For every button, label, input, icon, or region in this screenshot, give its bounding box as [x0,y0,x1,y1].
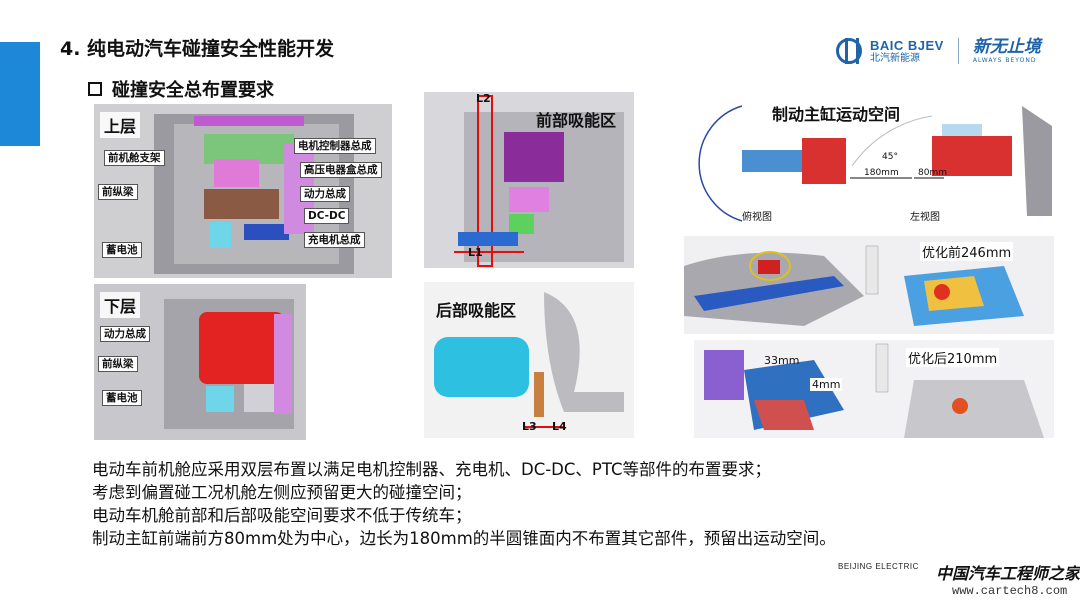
callout-motor-controller: 电机控制器总成 [294,138,376,154]
callout-battery: 蓄电池 [102,242,142,258]
logo-brand-cn: 北汽新能源 [870,52,920,64]
before-optimization-panel: 优化前246mm [684,236,1054,334]
callout-hv-box: 高压电器盒总成 [300,162,382,178]
bjev-logo-icon [836,38,862,64]
watermark-site-name: 中国汽车工程师之家 [936,564,1080,583]
bullet-item: 电动车前机舱应采用双层布置以满足电机控制器、充电机、DC-DC、PTC等部件的布… [92,460,771,479]
dim-33mm: 33mm [764,354,800,367]
before-optimization-label: 优化前246mm [920,242,1014,261]
bullet-item: 考虑到偏置碰工况机舱左侧应预留更大的碰撞空间； [92,483,472,502]
callout-charger: 充电机总成 [304,232,365,248]
brake-space-panel: 制动主缸运动空间 45° 180mm 80mm 俯视图 左视图 [682,96,1052,226]
checkbox-square-icon [88,82,102,96]
after-optimization-panel: 33mm 4mm 优化后210mm [694,340,1054,438]
callout-front-bracket: 前机舱支架 [104,150,165,166]
brake-left-view-label: 左视图 [910,212,940,223]
after-optimization-illustration [704,343,1044,438]
logo-slogan-cn: 新无止境 [972,36,1041,57]
bullet-item: 电动车机舱前部和后部吸能空间要求不低于传统车； [92,506,472,525]
after-optimization-label: 优化后210mm [906,348,1000,367]
front-zone-illustration [454,95,624,267]
brake-dim-180: 180mm [864,168,899,178]
dim-l2: L2 [476,92,491,105]
rear-zone-panel: 后部吸能区 L3 L4 [424,282,634,438]
rear-zone-illustration [434,292,624,428]
lower-layer-panel: 下层 动力总成 前纵梁 蓄电池 [94,284,306,440]
watermark-url: www.cartech8.com [952,584,1068,598]
front-zone-panel: 前部吸能区 L2 L1 [424,92,634,268]
footer-company: BEIJING ELECTRIC [838,562,919,571]
callout-lower-front-rail: 前纵梁 [98,356,138,372]
dim-l3: L3 [522,420,537,433]
brake-top-view-label: 俯视图 [742,212,772,223]
logo-divider [957,38,959,64]
dim-l4: L4 [552,420,567,433]
brake-dim-80: 80mm [918,168,947,178]
company-logo: BAIC BJEV 北汽新能源 新无止境 ALWAYS BEYOND [836,38,1041,64]
dim-4mm: 4mm [810,378,843,391]
bullet-list: 电动车前机舱应采用双层布置以满足电机控制器、充电机、DC-DC、PTC等部件的布… [92,458,1052,550]
accent-bar [0,42,40,146]
callout-powertrain: 动力总成 [300,186,350,202]
lower-layer-illustration [164,299,294,429]
brake-space-label: 制动主缸运动空间 [772,105,901,124]
callout-front-rail: 前纵梁 [98,184,138,200]
callout-lower-powertrain: 动力总成 [100,326,150,342]
callout-dcdc: DC-DC [304,208,350,224]
brake-angle: 45° [882,152,898,162]
slide-subtitle: 碰撞安全总布置要求 [88,76,274,102]
brake-space-illustration [698,105,1052,222]
logo-slogan-en: ALWAYS BEYOND [972,56,1037,64]
callout-lower-battery: 蓄电池 [102,390,142,406]
upper-layer-label: 上层 [100,112,141,138]
front-zone-label: 前部吸能区 [536,111,617,130]
logo-brand-en: BAIC BJEV [870,37,944,53]
bullet-item: 制动主缸前端前方80mm处为中心，边长为180mm的半圆锥面内不布置其它部件，预… [92,529,836,548]
upper-layer-panel: 上层 前机舱支架 前纵梁 蓄电池 电机控制器总成 高压电器盒总成 动力总成 DC… [94,104,392,278]
subtitle-text: 碰撞安全总布置要求 [112,80,274,101]
lower-layer-label: 下层 [100,292,141,318]
dim-l1: L1 [468,246,483,259]
before-optimization-illustration [684,245,1024,326]
slide-title: 4. 纯电动汽车碰撞安全性能开发 [60,38,335,60]
rear-zone-label: 后部吸能区 [436,301,517,320]
